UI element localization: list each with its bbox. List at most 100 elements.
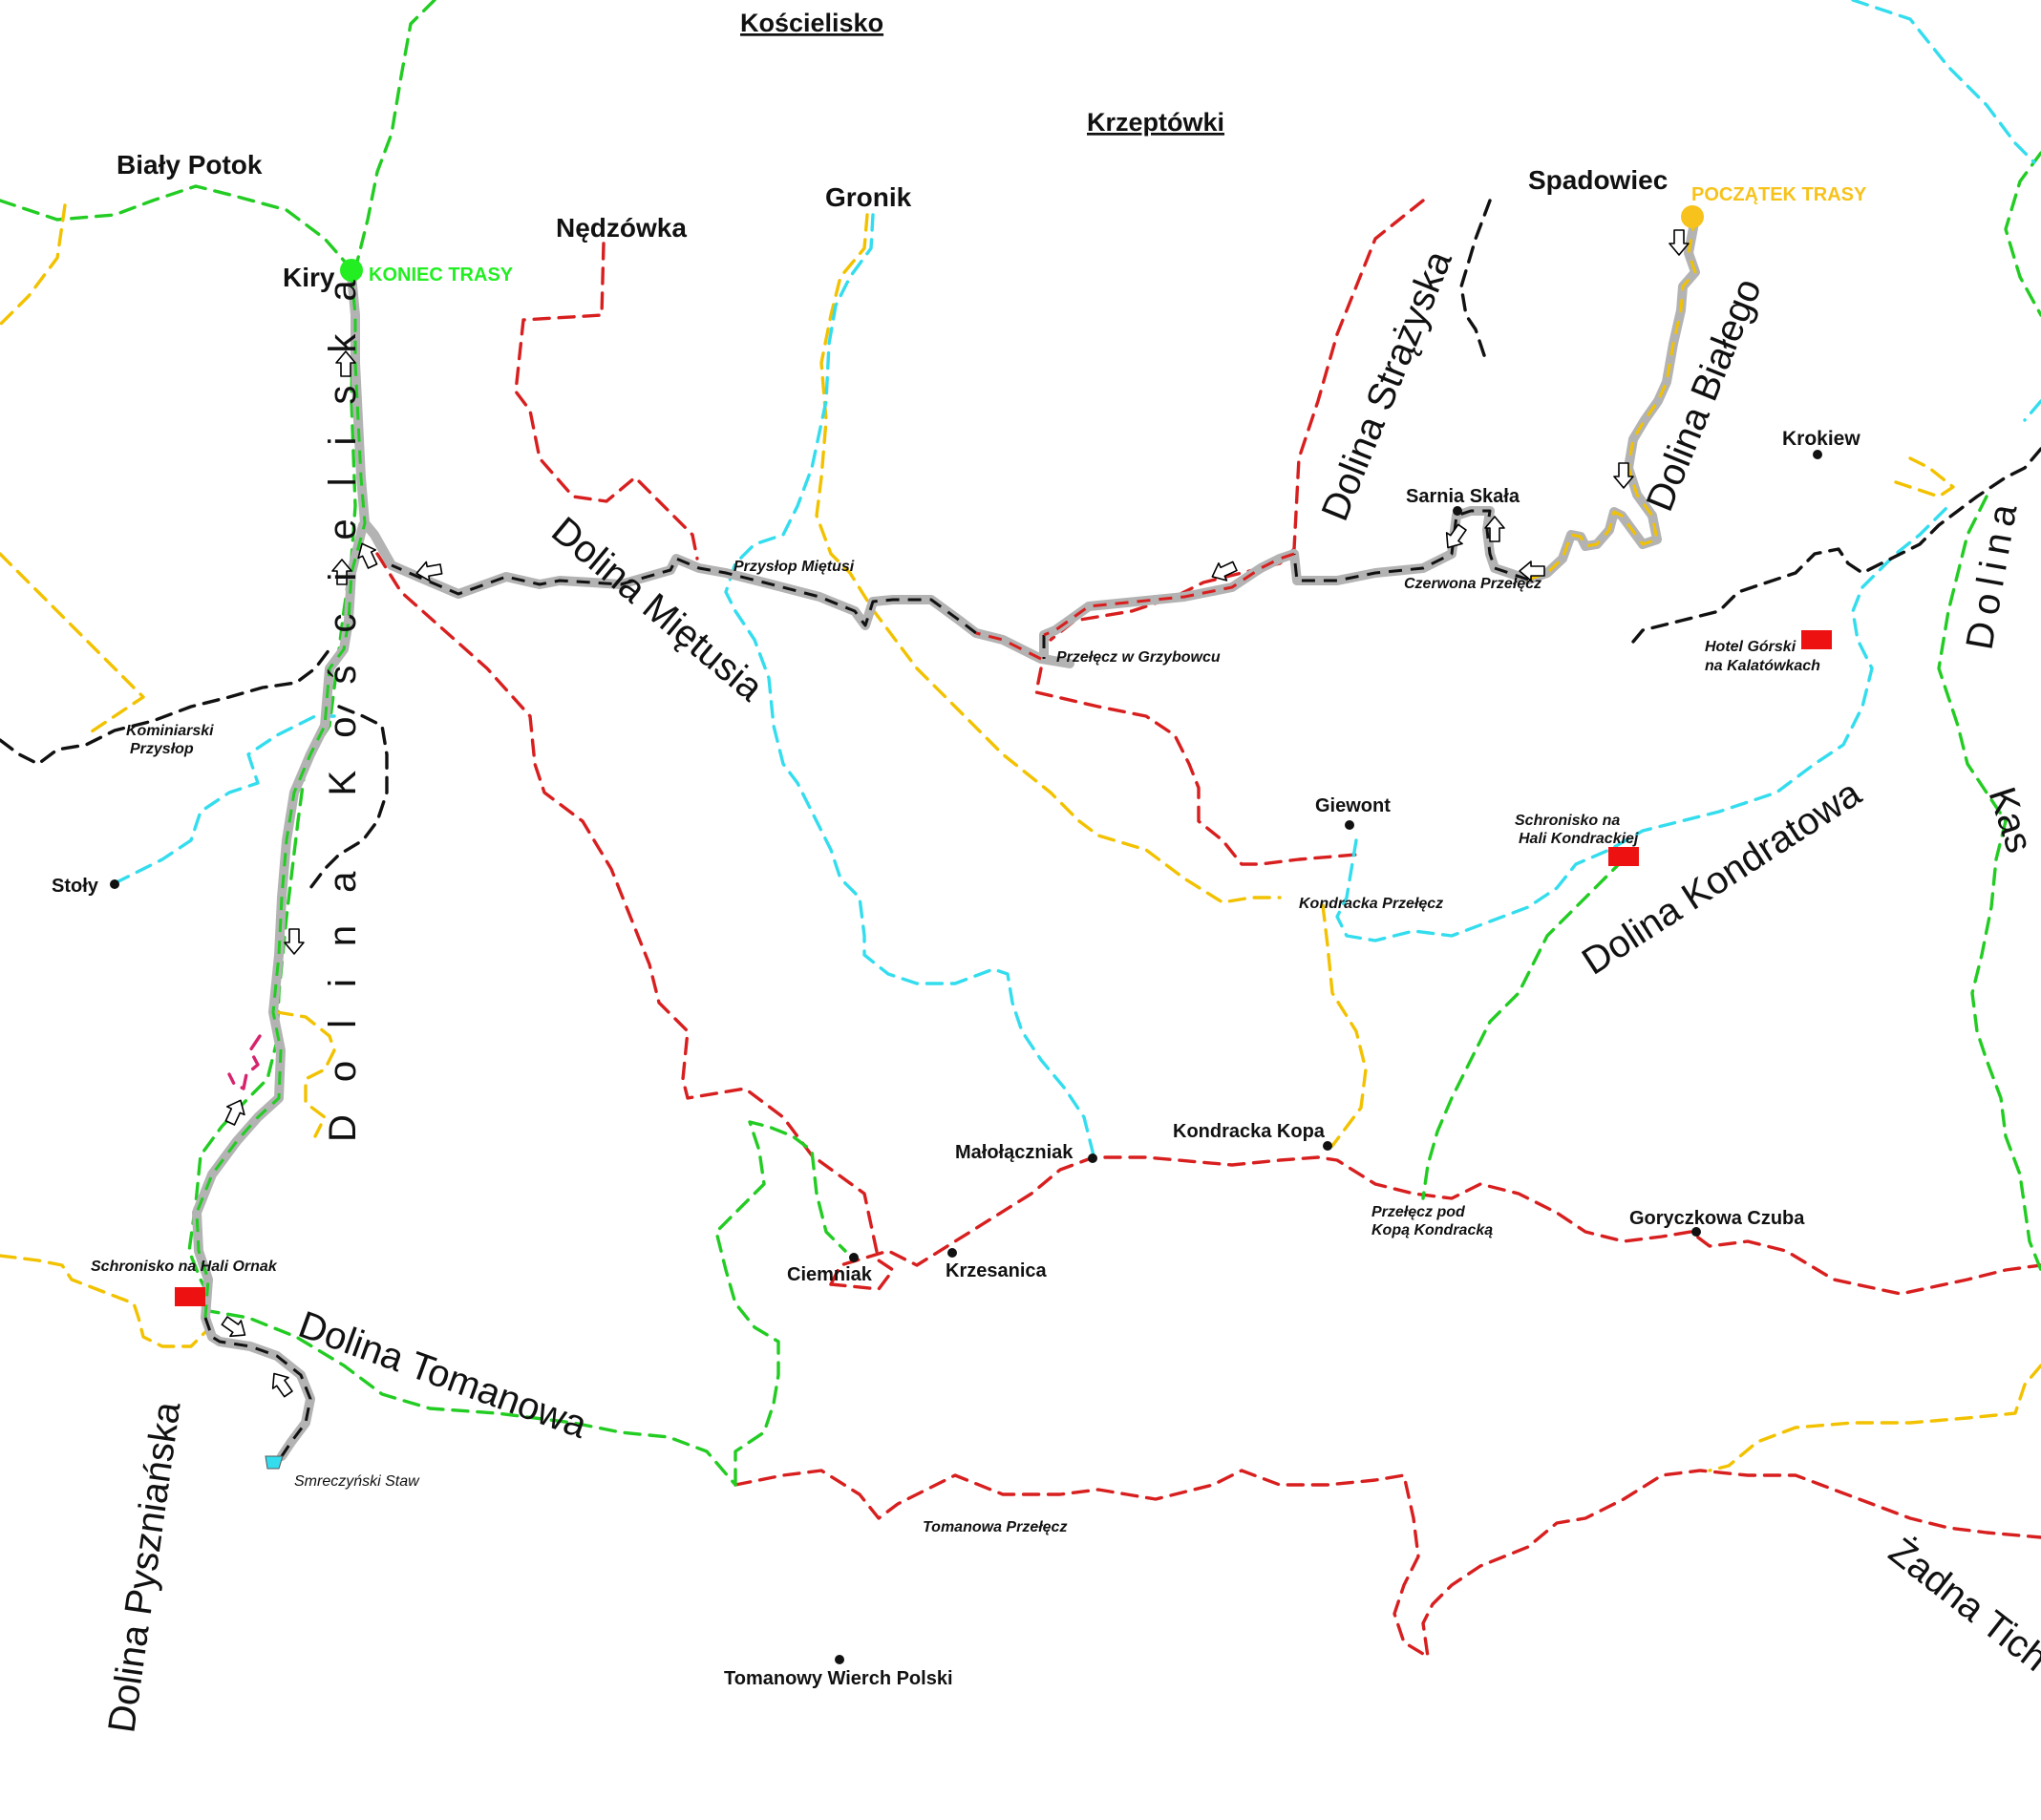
label-kopa-kondracka: Kopą Kondracką [1371,1222,1493,1238]
arrow-up-right-icon [224,1099,245,1126]
arrow-up-left-icon [271,1372,293,1398]
label-dolina-kondratowa: Dolina Kondratowa [1575,772,1869,983]
arrow-down-icon [284,928,305,955]
route-black-segment [391,509,1529,659]
route-yellow-segment [1527,217,1697,582]
huts [175,630,1832,1470]
end-marker-icon [340,259,363,282]
dot-goryczkowa-czuba [1691,1227,1701,1237]
red-trail-grzybowiec-giewont [1034,667,1358,866]
dot-sarnia-skala [1453,506,1462,516]
label-hotel-gorski: Hotel Górski [1705,639,1797,655]
yellow-trail-gronik [815,213,1282,904]
arrow-down-icon [1613,462,1634,489]
label-schronisko-ornak: Schronisko na Hali Ornak [91,1259,278,1275]
label-smreczynski-staw: Smreczyński Staw [294,1473,420,1490]
arrow-left-icon [1211,561,1238,582]
label-ciemniak: Ciemniak [787,1264,873,1285]
label-krokiew: Krokiew [1782,428,1860,450]
black-trail-koscieliska-east [308,705,389,890]
arrow-down-right-icon [221,1316,246,1338]
label-przelecz-grzybowcu: Przełęcz w Grzybowcu [1056,649,1221,666]
label-koscielisko: Kościelisko [740,9,883,37]
start-marker-icon [1681,205,1704,228]
route-green-segment [195,274,367,1319]
black-trail-spadowiec [1459,199,1492,360]
label-kiry: Kiry [283,263,335,292]
label-czerwona-przelecz: Czerwona Przełęcz [1404,576,1541,592]
label-gronik: Gronik [825,182,912,212]
magenta-trail [227,1034,262,1090]
label-dolina-strazyska: Dolina Strążyska [1314,244,1461,526]
label-kominiarski: Kominiarski [126,723,214,739]
arrow-up-icon [331,559,352,585]
yellow-trail-bialy-potok-west [0,203,67,327]
highlighted-route [192,213,1700,1461]
hut-kalatowki-icon [1801,630,1832,649]
label-na-kalatowkach: na Kalatówkach [1705,658,1820,674]
cyan-trail-stoly [113,714,336,885]
dot-maloaczniak [1088,1153,1097,1163]
green-trail-koscieliska-north [351,0,436,279]
label-sarnia-skala: Sarnia Skała [1406,486,1520,507]
label-zadna: Żadna Tich [1881,1530,2041,1680]
label-krzeptowki: Krzeptówki [1087,108,1224,137]
label-kas: Kas [1980,782,2040,857]
label-przyslop: Przysłop [130,741,194,757]
black-trail-kalatowki [1631,447,2041,644]
green-trail-bialy-potok [0,184,353,271]
label-przelecz-pod: Przełęcz pod [1371,1204,1466,1220]
red-trail-ridge-main [829,1155,2041,1296]
end-label: KONIEC TRASY [369,265,514,286]
yellow-trail-kopa [1321,903,1368,1148]
dot-tomanowy-wierch [835,1655,844,1664]
cyan-trail-kalatowki [1335,504,1950,942]
label-dolina-tomanowa: Dolina Tomanowa [293,1303,593,1447]
arrow-left-icon [1519,561,1545,582]
label-dolina-pyszniaanska: Dolina Pyszniańska [100,1399,188,1736]
label-schronisko-na: Schronisko na [1515,813,1620,829]
arrow-up-left-icon [357,542,378,569]
label-nedzowka: Nędzówka [556,213,687,243]
dot-giewont [1345,820,1354,830]
place-labels: Kościelisko Krzeptówki Biały Potok Nędzó… [52,9,1860,1689]
green-trail-ciemniak [714,1120,847,1487]
label-tomanowy-wierch: Tomanowy Wierch Polski [724,1668,953,1689]
yellow-trail-near-ornak [275,1010,336,1138]
label-dolina-mietusia: Dolina Miętusia [543,509,771,709]
start-label: POCZĄTEK TRASY [1691,184,1867,205]
arrow-up-icon [335,350,356,377]
yellow-trail-east [1708,456,2041,1472]
dot-stoly [110,879,119,889]
peak-dots [110,450,1822,1664]
dot-ciemniak [849,1253,859,1262]
label-dolina-east: Dolina [1959,494,2027,653]
pass-labels: Przysłop Miętusi Przełęcz w Grzybowcu Cz… [126,559,1541,1535]
label-kondracka-przelecz: Kondracka Przełęcz [1299,896,1443,912]
cyan-trail-gronik [724,213,1095,1157]
route-line [347,213,1700,668]
yellow-trail-kominiarski [0,552,145,737]
direction-arrows [221,229,1690,1398]
yellow-trail-ornak-west [0,1254,207,1348]
green-trail-east [1937,151,2041,1272]
trail-network [0,0,2041,1659]
arrow-up-icon [1484,516,1505,542]
label-hali-kondrackiej: Hali Kondrackiej [1519,831,1639,847]
green-trail-tomanowa [202,1308,737,1487]
dot-krzesanica [947,1248,957,1258]
route-red-segment [975,552,1295,661]
red-trail-ridge-west [375,552,895,1291]
label-krzesanica: Krzesanica [946,1260,1047,1281]
green-trail-kondratowa [1421,857,1626,1200]
label-bialy-potok: Biały Potok [117,150,263,180]
red-trail-strazyska [1049,199,1425,642]
hut-ornak-icon [175,1287,205,1306]
red-trail-tomanowa [733,1469,2041,1659]
label-kondracka-kopa: Kondracka Kopa [1173,1121,1326,1142]
dot-kondracka-kopa [1323,1141,1332,1151]
red-trail-nedzowka [514,242,699,561]
label-maloaczniak: Małołączniak [955,1142,1074,1163]
label-giewont: Giewont [1315,795,1391,816]
